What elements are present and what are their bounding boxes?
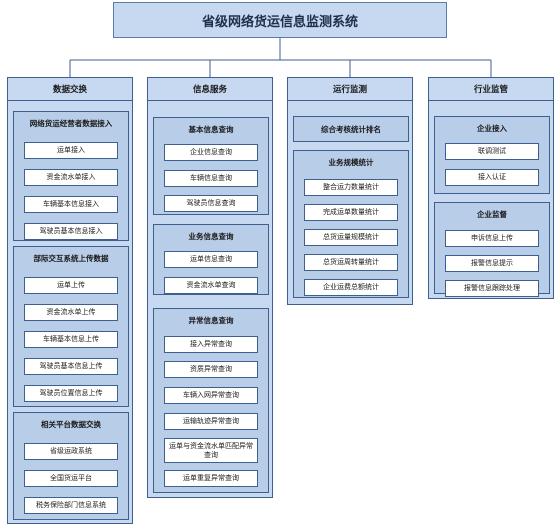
leaf-node: 车辆基本信息接入 [24,196,118,213]
column-4: 行业监管企业接入联调测试接入认证企业监督申诉信息上传报警信息提示报警信息跟踪处理 [428,77,554,299]
group-title: 网络货运经营者数据接入 [29,119,113,128]
leaf-node: 运单与资金流水单匹配异常查询 [164,438,258,463]
leaf-node: 运输轨迹异常查询 [164,413,258,430]
group-box: 网络货运经营者数据接入运单接入资金流水单接入车辆基本信息接入驾驶员基本信息接入 [13,111,129,241]
leaf-node: 联调测试 [445,143,539,160]
leaf-node: 资质异常查询 [164,361,258,378]
group-title: 基本信息查询 [188,125,234,134]
group-title: 异常信息查询 [188,316,234,325]
leaf-node: 车辆基本信息上传 [24,331,118,348]
leaf-node: 驾驶员位置信息上传 [24,385,118,402]
group-title: 企业接入 [477,124,507,133]
leaf-node: 驾驶员基本信息接入 [24,223,118,240]
leaf-node: 接入异常查询 [164,336,258,353]
leaf-node: 总货运量规模统计 [304,229,398,246]
leaf-node: 报警信息跟踪处理 [445,280,539,297]
leaf-node: 省级运政系统 [24,443,118,460]
group-title: 相关平台数据交换 [41,420,101,429]
column-heading: 行业监管 [429,78,553,101]
group-box: 业务信息查询运单信息查询资金流水单查询 [153,224,269,295]
group-box: 综合考核统计排名 [293,116,409,142]
column-3: 运行监测综合考核统计排名业务规模统计整合运力数量统计完成运单数量统计总货运量规模… [287,77,413,305]
group-title: 业务规模统计 [328,158,374,167]
group-box: 企业监督申诉信息上传报警信息提示报警信息跟踪处理 [434,202,550,297]
group-title: 综合考核统计排名 [321,125,381,134]
group-box: 基本信息查询企业信息查询车辆信息查询驾驶员信息查询 [153,117,269,215]
leaf-node: 车辆信息查询 [164,170,258,187]
column-heading: 运行监测 [288,78,412,101]
group-box: 异常信息查询接入异常查询资质异常查询车辆入网异常查询运输轨迹异常查询运单与资金流… [153,308,269,493]
column-1: 数据交换网络货运经营者数据接入运单接入资金流水单接入车辆基本信息接入驾驶员基本信… [7,77,133,524]
group-box: 企业接入联调测试接入认证 [434,116,550,194]
leaf-node: 资金流水单上传 [24,304,118,321]
leaf-node: 企业运费总额统计 [304,279,398,296]
leaf-node: 报警信息提示 [445,255,539,272]
leaf-node: 驾驶员信息查询 [164,195,258,212]
group-box: 相关平台数据交换省级运政系统全国货运平台税务保险部门信息系统 [13,412,129,520]
column-heading: 数据交换 [8,78,132,101]
leaf-node: 运单信息查询 [164,251,258,268]
leaf-node: 完成运单数量统计 [304,204,398,221]
leaf-node: 接入认证 [445,169,539,186]
leaf-node: 申诉信息上传 [445,230,539,247]
group-box: 部际交互系统上传数据运单上传资金流水单上传车辆基本信息上传驾驶员基本信息上传驾驶… [13,246,129,407]
leaf-node: 资金流水单查询 [164,277,258,294]
leaf-node: 全国货运平台 [24,470,118,487]
leaf-node: 车辆入网异常查询 [164,387,258,404]
leaf-node: 企业信息查询 [164,144,258,161]
column-heading: 信息服务 [148,78,272,101]
leaf-node: 运单上传 [24,277,118,294]
leaf-node: 运单重复异常查询 [164,470,258,487]
leaf-node: 税务保险部门信息系统 [24,497,118,514]
group-box: 业务规模统计整合运力数量统计完成运单数量统计总货运量规模统计总货运周转量统计企业… [293,150,409,298]
column-2: 信息服务基本信息查询企业信息查询车辆信息查询驾驶员信息查询业务信息查询运单信息查… [147,77,273,498]
leaf-node: 资金流水单接入 [24,169,118,186]
group-title: 企业监督 [477,210,507,219]
system-title: 省级网络货运信息监测系统 [113,2,447,38]
leaf-node: 驾驶员基本信息上传 [24,358,118,375]
leaf-node: 运单接入 [24,142,118,159]
group-title: 部际交互系统上传数据 [33,254,109,263]
leaf-node: 整合运力数量统计 [304,179,398,196]
group-title: 业务信息查询 [188,232,234,241]
leaf-node: 总货运周转量统计 [304,254,398,271]
